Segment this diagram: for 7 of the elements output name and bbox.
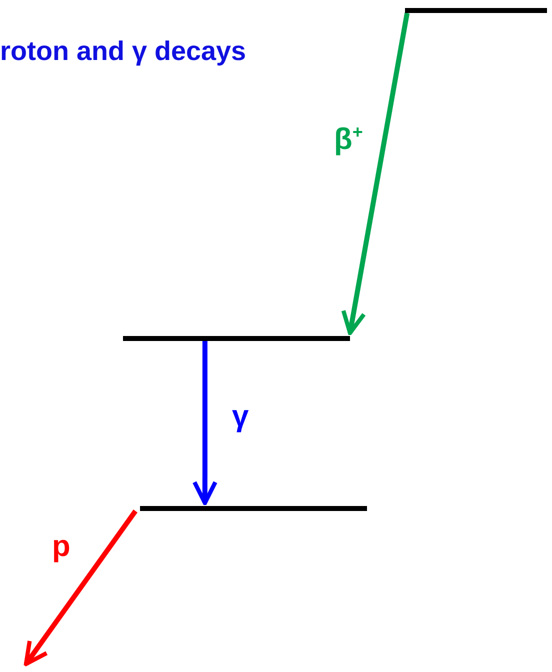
title: roton and γ decays	[0, 36, 246, 67]
energy-level	[123, 336, 350, 341]
arrow	[341, 12, 410, 336]
energy-level	[405, 8, 547, 13]
arrow	[24, 510, 138, 666]
arrow	[192, 341, 218, 506]
energy-level	[140, 506, 367, 511]
